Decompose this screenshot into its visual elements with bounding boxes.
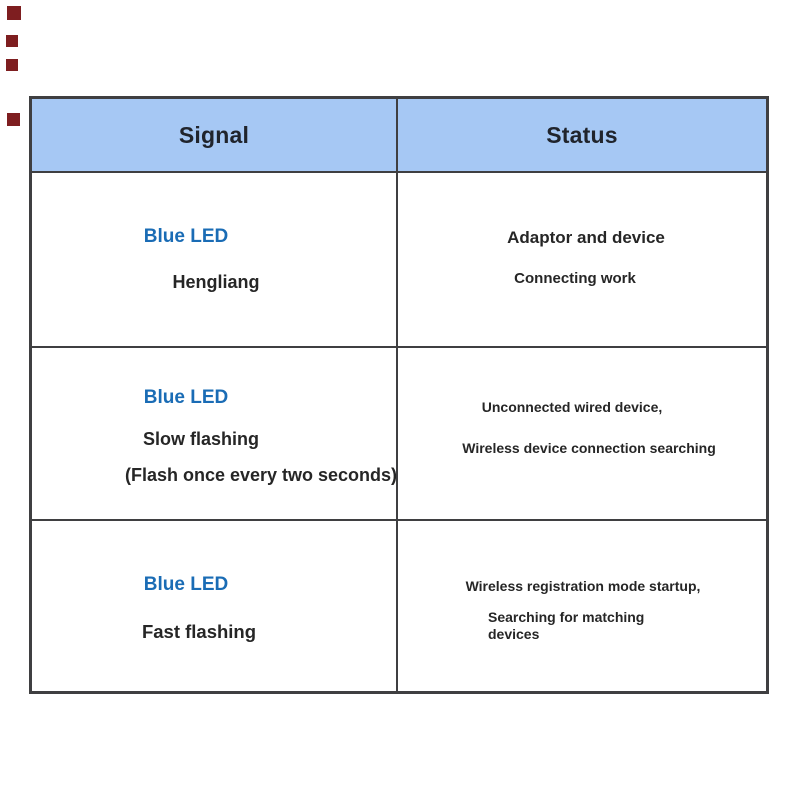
- led-label: Blue LED: [143, 226, 229, 247]
- status-cell-row2: Unconnected wired device, Wireless devic…: [398, 348, 766, 521]
- signal-status-table: Signal Status Blue LED Hengliang Adaptor…: [29, 96, 769, 694]
- status-cell-row1: Adaptor and device Connecting work: [398, 173, 766, 348]
- led-label: Blue LED: [143, 574, 229, 595]
- status-text: Adaptor and device: [507, 228, 665, 247]
- signal-text: (Flash once every two seconds): [124, 465, 398, 485]
- signal-text: Hengliang: [172, 272, 260, 292]
- signal-cell-row1: Blue LED Hengliang: [32, 173, 398, 348]
- signal-text: Fast flashing: [141, 621, 257, 642]
- status-text: Searching for matching: [488, 609, 645, 625]
- status-text: Wireless registration mode startup,: [465, 578, 701, 594]
- status-text: Connecting work: [514, 270, 636, 287]
- signal-text: Slow flashing: [142, 429, 259, 449]
- red-square-marker-icon: [7, 6, 21, 20]
- red-square-marker-icon: [7, 113, 20, 126]
- header-status-label: Status: [546, 121, 618, 148]
- red-square-marker-icon: [6, 35, 18, 47]
- status-text: Unconnected wired device,: [481, 399, 663, 415]
- status-text: Wireless device connection searching: [462, 440, 716, 456]
- header-signal-label: Signal: [178, 121, 250, 148]
- signal-cell-row3: Blue LED Fast flashing: [32, 521, 398, 691]
- led-label: Blue LED: [143, 387, 229, 408]
- signal-cell-row2: Blue LED Slow flashing (Flash once every…: [32, 348, 398, 521]
- status-cell-row3: Wireless registration mode startup, Sear…: [398, 521, 766, 691]
- header-cell-signal: Signal: [32, 99, 398, 173]
- header-cell-status: Status: [398, 99, 766, 173]
- status-text: devices: [488, 626, 540, 642]
- red-square-marker-icon: [6, 59, 18, 71]
